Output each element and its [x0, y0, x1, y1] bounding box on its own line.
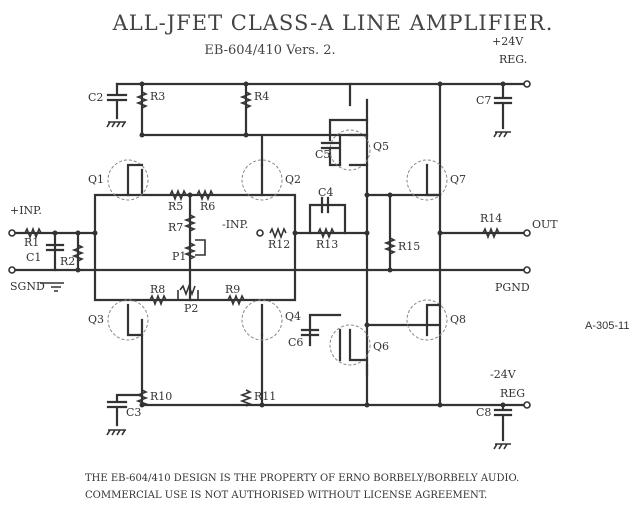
svg-text:R10: R10 [150, 390, 172, 403]
transistor-q3: Q3 [88, 299, 149, 341]
transistor-q6: Q6 [329, 324, 389, 366]
svg-text:R11: R11 [254, 390, 276, 403]
svg-text:Q4: Q4 [285, 310, 301, 323]
positive-rail: +24V REG. [115, 35, 531, 88]
svg-text:Q6: Q6 [373, 340, 389, 353]
svg-text:Q2: Q2 [285, 173, 301, 186]
pos-reg-label: REG. [499, 53, 527, 66]
svg-text:C2: C2 [88, 91, 103, 104]
svg-text:Q5: Q5 [373, 140, 389, 153]
resistor-zigzags [24, 91, 500, 407]
transistor-q2: Q2 [241, 159, 301, 201]
transistor-q4: Q4 [241, 299, 301, 341]
ground-symbols [106, 121, 511, 450]
svg-text:R7: R7 [168, 221, 183, 234]
svg-text:R2: R2 [60, 255, 75, 268]
svg-text:C1: C1 [26, 251, 41, 264]
svg-text:R8: R8 [150, 283, 165, 296]
diagram-subtitle: EB-604/410 Vers. 2. [204, 43, 335, 58]
output-label: OUT [532, 218, 558, 231]
svg-text:R5: R5 [168, 200, 183, 213]
ground-line: SGND PGND [8, 266, 531, 294]
svg-text:P1: P1 [172, 250, 186, 263]
footer-line-2: COMMERCIAL USE IS NOT AUTHORISED WITHOUT… [85, 490, 487, 501]
svg-text:R14: R14 [480, 212, 502, 225]
pos-input-label: +INP. [10, 204, 42, 217]
svg-text:R12: R12 [268, 238, 290, 251]
svg-text:R15: R15 [398, 240, 420, 253]
transistor-q7: Q7 [406, 159, 466, 201]
svg-text:R9: R9 [225, 283, 240, 296]
svg-text:Q8: Q8 [450, 313, 466, 326]
svg-text:C5: C5 [315, 148, 330, 161]
svg-text:C6: C6 [288, 336, 303, 349]
capacitor-plates [45, 82, 513, 442]
svg-text:P2: P2 [184, 302, 198, 315]
pos-rail-label: +24V [492, 35, 524, 48]
transistor-q5: Q5 [329, 129, 389, 171]
neg-rail-label: -24V [490, 368, 517, 381]
transistor-q1: Q1 [88, 159, 149, 201]
negative-rail: -24V REG [140, 368, 531, 409]
footer-line-1: THE EB-604/410 DESIGN IS THE PROPERTY OF… [85, 473, 519, 484]
figure-reference: A-305-11 [585, 320, 629, 332]
svg-text:C7: C7 [476, 94, 491, 107]
svg-text:C4: C4 [318, 186, 333, 199]
component-labels: C2 R3 R4 C7 C5 R5 R6 C4 R7 P1 R12 R13 R1… [24, 90, 502, 419]
neg-input-label: -INP. [222, 218, 248, 231]
sgnd-label: SGND [10, 280, 45, 293]
svg-text:C8: C8 [476, 406, 491, 419]
svg-text:R3: R3 [150, 90, 165, 103]
svg-text:Q7: Q7 [450, 173, 466, 186]
neg-reg-label: REG [500, 387, 525, 400]
diagram-title: ALL-JFET CLASS-A LINE AMPLIFIER. [112, 11, 554, 35]
svg-text:R4: R4 [254, 90, 269, 103]
svg-text:Q1: Q1 [88, 173, 104, 186]
svg-text:C3: C3 [126, 406, 141, 419]
transistor-q8: Q8 [406, 299, 466, 341]
svg-text:R6: R6 [200, 200, 215, 213]
svg-text:R1: R1 [24, 236, 39, 249]
svg-text:Q3: Q3 [88, 313, 104, 326]
svg-text:R13: R13 [316, 238, 338, 251]
pgnd-label: PGND [495, 281, 530, 294]
